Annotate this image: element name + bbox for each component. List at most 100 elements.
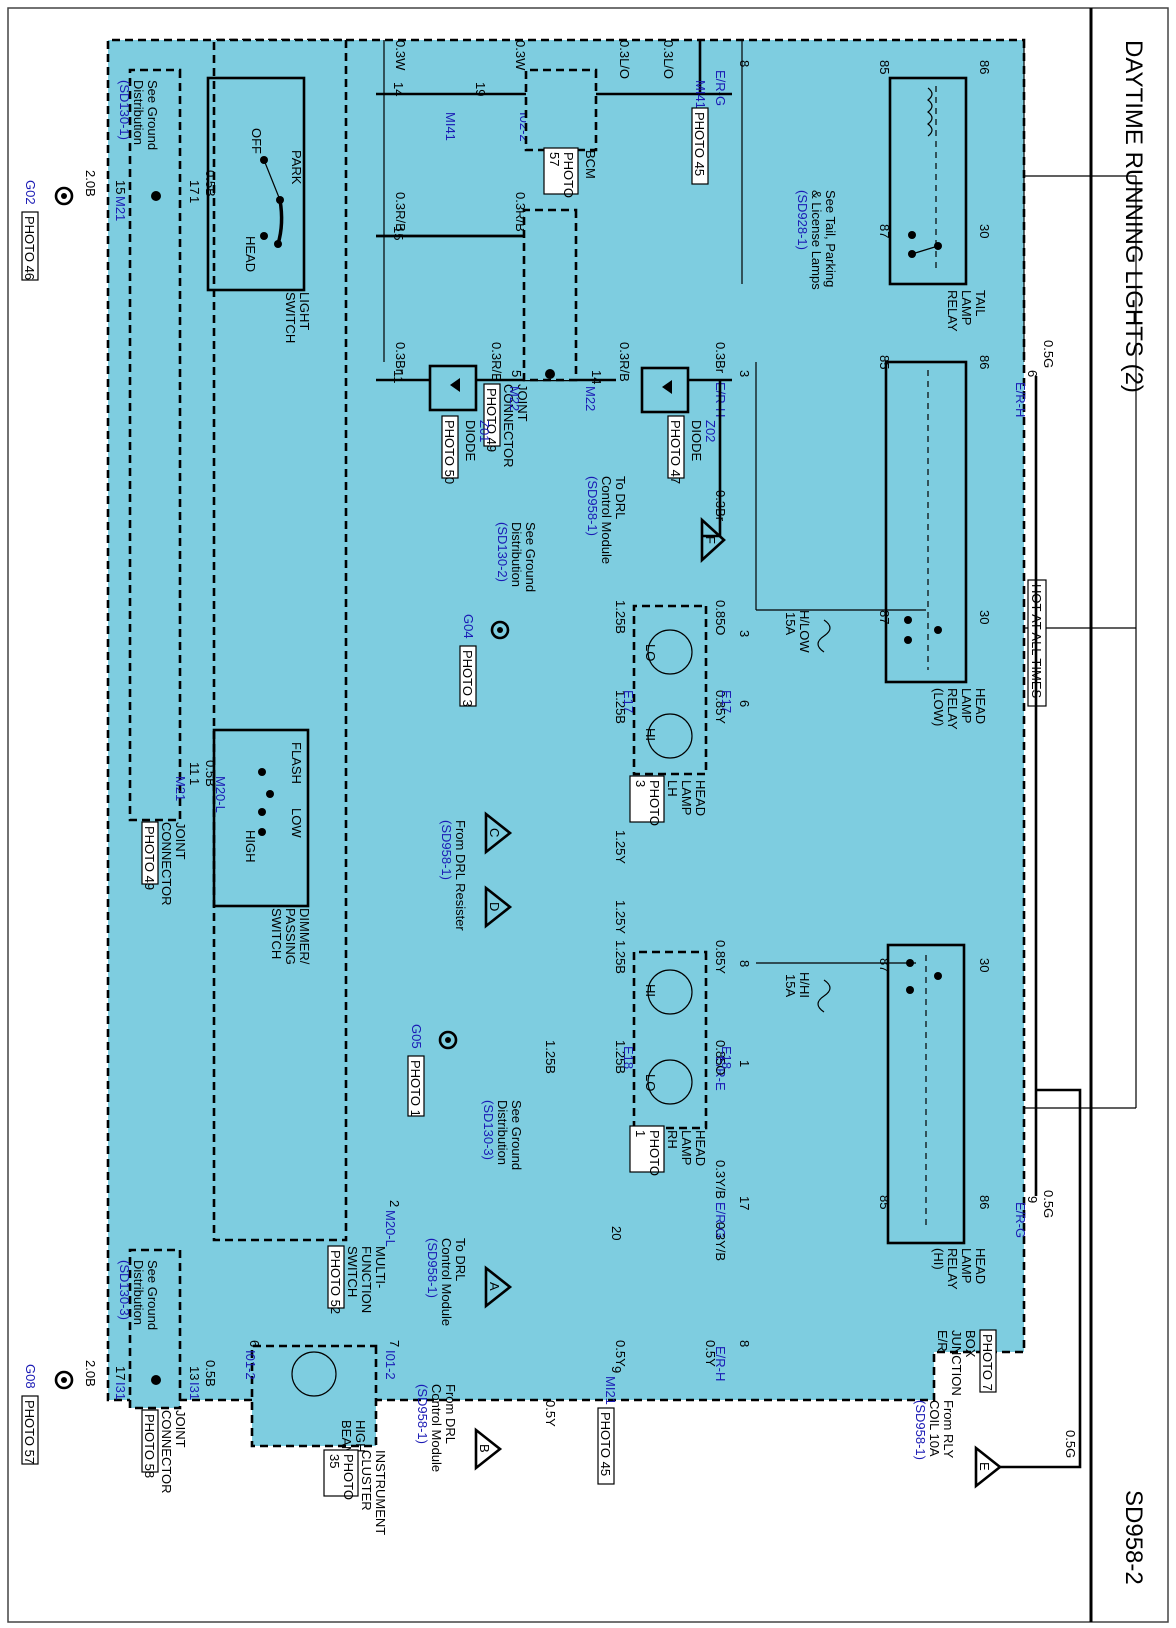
svg-text:PHOTO: PHOTO — [647, 780, 662, 826]
svg-text:E/R-G: E/R-G — [1013, 1202, 1028, 1238]
svg-text:MI21: MI21 — [603, 1376, 618, 1405]
svg-text:0.5G: 0.5G — [1041, 1190, 1056, 1218]
svg-text:13: 13 — [187, 1366, 202, 1380]
offpage-connector-a: A To DRL Control Module (SD958-1) — [425, 1238, 513, 1326]
svg-text:0.3W: 0.3W — [393, 40, 408, 71]
svg-text:PHOTO 47: PHOTO 47 — [668, 420, 683, 484]
svg-text:MULTI-: MULTI- — [373, 1246, 388, 1288]
svg-text:I31: I31 — [187, 1382, 202, 1400]
ground-g02: G02 PHOTO 46 — [21, 180, 74, 281]
svg-text:PHOTO 57: PHOTO 57 — [22, 1400, 37, 1464]
svg-text:PARK: PARK — [289, 150, 304, 185]
svg-text:RELAY: RELAY — [945, 290, 960, 332]
svg-text:1.25Y: 1.25Y — [613, 830, 628, 864]
ground-ref-1: See Ground Distribution (SD130-1) — [117, 80, 160, 150]
svg-text:PHOTO 58: PHOTO 58 — [142, 1414, 157, 1478]
svg-text:SWITCH: SWITCH — [283, 292, 298, 343]
svg-text:BOX: BOX — [963, 1330, 978, 1358]
svg-text:CLUSTER: CLUSTER — [359, 1450, 374, 1511]
svg-text:1.25B: 1.25B — [613, 690, 628, 724]
svg-text:86: 86 — [977, 1195, 992, 1209]
svg-text:Distribution: Distribution — [495, 1100, 510, 1165]
svg-text:JOINT: JOINT — [173, 1410, 188, 1448]
svg-text:0.3Br: 0.3Br — [713, 490, 728, 522]
svg-text:86: 86 — [977, 355, 992, 369]
svg-text:HEAD: HEAD — [243, 236, 258, 272]
svg-text:(SD130-3): (SD130-3) — [481, 1100, 496, 1160]
er-junction-box-photo: PHOTO 7 — [979, 1329, 997, 1393]
svg-text:LH: LH — [665, 780, 680, 797]
svg-text:PHOTO 50: PHOTO 50 — [442, 420, 457, 484]
svg-text:PHOTO 49: PHOTO 49 — [142, 826, 157, 890]
svg-text:1.25B: 1.25B — [613, 940, 628, 974]
svg-text:LIGHT: LIGHT — [297, 292, 312, 330]
svg-text:E17: E17 — [719, 690, 734, 713]
svg-text:M20-L: M20-L — [213, 776, 228, 813]
svg-text:JUNCTION: JUNCTION — [949, 1330, 964, 1396]
svg-text:BCM: BCM — [583, 150, 598, 179]
svg-text:M22: M22 — [507, 386, 522, 411]
ground-g08: G08 PHOTO 57 — [21, 1364, 74, 1465]
svg-text:0.5Y: 0.5Y — [613, 1340, 628, 1367]
svg-text:E/R-G: E/R-G — [713, 70, 728, 106]
svg-text:15: 15 — [391, 226, 406, 240]
svg-text:PHOTO 49: PHOTO 49 — [484, 388, 499, 452]
svg-text:Control Module: Control Module — [439, 1238, 454, 1326]
svg-text:See Ground: See Ground — [509, 1100, 524, 1170]
svg-text:0.5G: 0.5G — [1041, 340, 1056, 368]
joint-connector-i31: JOINT CONNECTOR PHOTO 58 — [128, 1248, 188, 1494]
head-lamp-relay-low: 85 86 87 30 HEAD LAMP RELAY (LOW) — [877, 355, 992, 730]
svg-text:HIGH: HIGH — [353, 1420, 368, 1453]
svg-text:0.85Y: 0.85Y — [713, 940, 728, 974]
svg-text:1.25B: 1.25B — [613, 600, 628, 634]
dimmer-passing-switch: FLASH LOW HIGH DIMMER/ PASSING SWITCH — [212, 728, 312, 965]
svg-text:COIL 10A: COIL 10A — [927, 1400, 942, 1457]
svg-text:E/R-G: E/R-G — [713, 1202, 728, 1238]
svg-text:87: 87 — [877, 958, 892, 972]
svg-text:PHOTO 1: PHOTO 1 — [408, 1060, 423, 1117]
svg-text:0.3L/O: 0.3L/O — [661, 40, 676, 79]
svg-text:RELAY: RELAY — [945, 688, 960, 730]
svg-text:HEAD: HEAD — [693, 1130, 708, 1166]
svg-text:(SD958-1): (SD958-1) — [913, 1400, 928, 1460]
svg-text:B: B — [477, 1444, 492, 1453]
svg-text:(SD958-1): (SD958-1) — [425, 1238, 440, 1298]
svg-text:LAMP: LAMP — [679, 780, 694, 815]
svg-text:17: 17 — [737, 1196, 752, 1210]
svg-text:9: 9 — [1025, 1196, 1040, 1203]
svg-text:LO: LO — [643, 644, 658, 661]
svg-text:MI41: MI41 — [443, 112, 458, 141]
svg-text:6: 6 — [1025, 370, 1040, 377]
svg-text:E: E — [977, 1462, 992, 1471]
svg-text:From DRL: From DRL — [443, 1384, 458, 1444]
svg-text:15A: 15A — [783, 612, 798, 635]
svg-text:Z02: Z02 — [703, 420, 718, 442]
svg-text:0.5Y: 0.5Y — [543, 1400, 558, 1427]
svg-text:2.0B: 2.0B — [83, 1360, 98, 1387]
svg-text:OFF: OFF — [249, 128, 264, 154]
svg-text:35: 35 — [327, 1454, 342, 1468]
svg-text:E/R: E/R — [935, 1330, 950, 1352]
svg-text:G04: G04 — [461, 614, 476, 639]
svg-text:TAIL: TAIL — [973, 290, 988, 317]
svg-text:HIGH: HIGH — [243, 830, 258, 863]
svg-text:15A: 15A — [783, 974, 798, 997]
svg-text:(SD958-1): (SD958-1) — [439, 820, 454, 880]
svg-text:85: 85 — [877, 1195, 892, 1209]
tail-lamp-note: See Tail, Parking & License Lamps (SD928… — [795, 190, 838, 290]
svg-text:20: 20 — [609, 1226, 624, 1240]
svg-text:(HI): (HI) — [931, 1248, 946, 1270]
svg-text:8: 8 — [737, 60, 752, 67]
offpage-connector-f: F 0.3Br To DRL Control Module (SD958-1) — [585, 380, 728, 564]
ground-g04: G04 PHOTO 3 — [459, 614, 510, 707]
svg-text:D: D — [487, 902, 502, 911]
svg-text:E/R-E: E/R-E — [713, 1056, 728, 1091]
wire-internal-fuses — [755, 362, 926, 964]
svg-text:& License Lamps: & License Lamps — [809, 190, 824, 290]
svg-text:LO: LO — [643, 1074, 658, 1091]
svg-text:30: 30 — [977, 610, 992, 624]
svg-text:(SD130-1): (SD130-1) — [117, 80, 132, 140]
svg-text:See Ground: See Ground — [145, 80, 160, 150]
svg-text:6: 6 — [737, 700, 752, 707]
